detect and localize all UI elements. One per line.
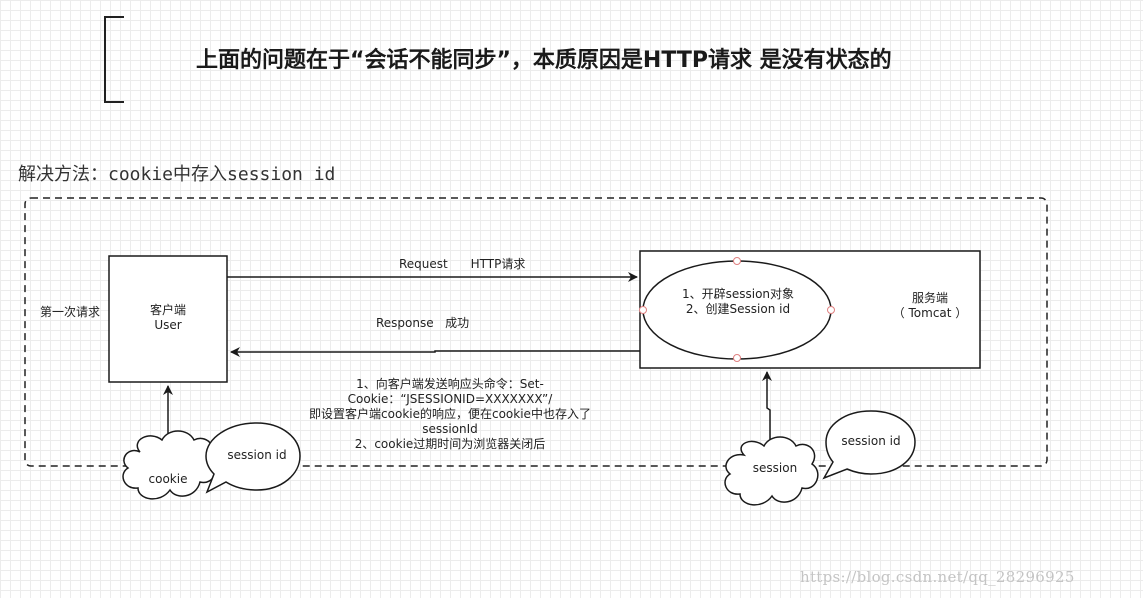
headline-title: 上面的问题在于“会话不能同步”，本质原因是HTTP请求 是没有状态的 [196,48,892,73]
response-label-text: Response 成功 [376,316,470,330]
dashed-container [24,197,1048,467]
first-request-label: 第一次请求 [40,305,101,319]
server-cloud-shape [724,436,819,506]
ellipse-handle-bottom [733,354,741,362]
response-label: Response 成功 [376,316,469,331]
server-bubble-shape [822,410,916,480]
ellipse-label-line2: 2、创建Session id [685,302,791,316]
request-label: Request HTTP请求 [399,257,525,272]
client-cloud-label: cookie [148,472,188,486]
client-box [108,255,228,383]
client-label-line2: User [154,318,182,332]
ellipse-handle-left [639,306,647,314]
client-label-line1: 客户端 [149,303,186,317]
client-label: 客户端 User [109,303,227,333]
client-bubble-label: session id [227,448,287,462]
ellipse-label-line1: 1、开辟session对象 [681,287,795,301]
note-line2: Cookie：“JSESSIONID=XXXXXXX”/ [347,392,553,406]
ellipse-label: 1、开辟session对象 2、创建Session id [653,287,823,317]
watermark: https://blog.csdn.net/qq_28296925 [800,568,1075,586]
ellipse-handle-top [733,257,741,265]
note-line5: 2、cookie过期时间为浏览器关闭后 [354,437,546,451]
server-label-line1: 服务端 [911,291,948,305]
note-line1: 1、向客户端发送响应头命令：Set- [356,377,544,391]
client-cloud-shape [122,430,217,500]
response-arrow [230,347,640,357]
headline-bracket [104,16,124,103]
server-cloud-label: session [752,461,798,475]
note-line4: sessionId [422,422,478,436]
request-label-text: Request HTTP请求 [399,257,526,271]
session-arrow [762,371,772,447]
response-note: 1、向客户端发送响应头命令：Set- Cookie：“JSESSIONID=XX… [300,377,600,452]
server-label-line2: （ Tomcat ） [892,306,968,320]
ellipse-handle-right [827,306,835,314]
server-bubble-label: session id [841,434,901,448]
solution-heading: 解决方法：cookie中存入session id [18,164,336,185]
client-bubble-shape [205,422,301,494]
note-line3: 即设置客户端cookie的响应，便在cookie中也存入了 [309,407,591,421]
server-label: 服务端 （ Tomcat ） [860,291,1000,321]
